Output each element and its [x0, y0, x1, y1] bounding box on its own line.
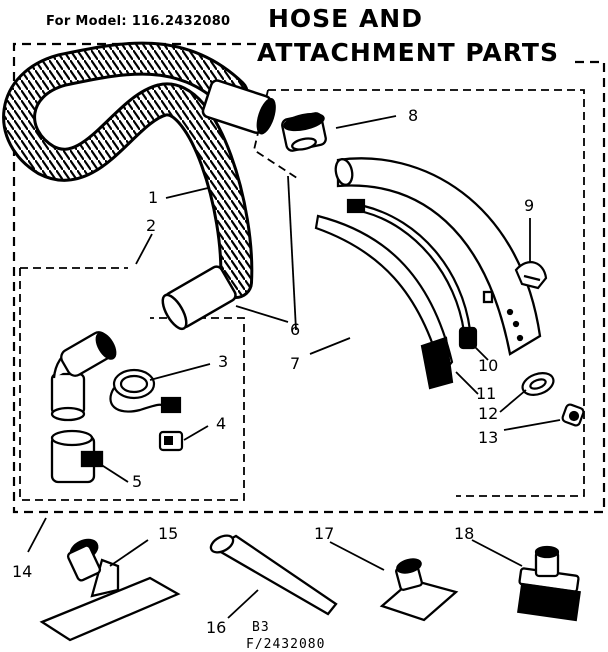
callout-16: 16	[206, 618, 227, 637]
title-line-2: ATTACHMENT PARTS	[257, 38, 559, 67]
callout-8: 8	[408, 106, 419, 125]
hose-handle	[50, 331, 117, 422]
leader-lines	[27, 115, 561, 619]
floor-tool	[39, 538, 181, 642]
ring	[521, 372, 555, 396]
callout-9: 9	[524, 196, 535, 215]
callout-15: 15	[158, 524, 179, 543]
callout-4: 4	[216, 414, 227, 433]
callout-17: 17	[314, 524, 335, 543]
title-line-1: HOSE AND	[268, 4, 423, 33]
callout-12: 12	[478, 404, 499, 423]
cap	[50, 429, 104, 484]
diagram-code-line-1: B3	[252, 620, 270, 635]
diagram-code-line-2: F/2432080	[246, 637, 326, 652]
wand	[334, 157, 542, 356]
callout-7: 7	[290, 354, 301, 373]
callout-5: 5	[132, 472, 143, 491]
upholstery-tool	[379, 558, 459, 622]
callout-13: 13	[478, 428, 499, 447]
wiring	[346, 198, 478, 350]
callout-18: 18	[454, 524, 475, 543]
callout-11: 11	[476, 384, 497, 403]
callout-6: 6	[290, 320, 301, 339]
cord	[109, 368, 182, 414]
connector	[281, 112, 327, 152]
callout-3: 3	[218, 352, 229, 371]
callout-14: 14	[12, 562, 33, 581]
model-label: For Model: 116.2432080	[46, 14, 231, 29]
outer-frame	[12, 42, 606, 514]
wand-liner	[314, 214, 454, 390]
inner-box-left	[19, 268, 245, 501]
dusting-brush	[517, 545, 581, 622]
callout-2: 2	[146, 216, 157, 235]
inner-box-right	[268, 89, 585, 497]
clip-9	[514, 261, 548, 290]
callout-10: 10	[478, 356, 499, 375]
callout-1: 1	[148, 188, 159, 207]
clip	[158, 430, 184, 452]
latch	[561, 403, 585, 427]
hose	[2, 41, 276, 331]
crevice-tool	[209, 534, 338, 616]
